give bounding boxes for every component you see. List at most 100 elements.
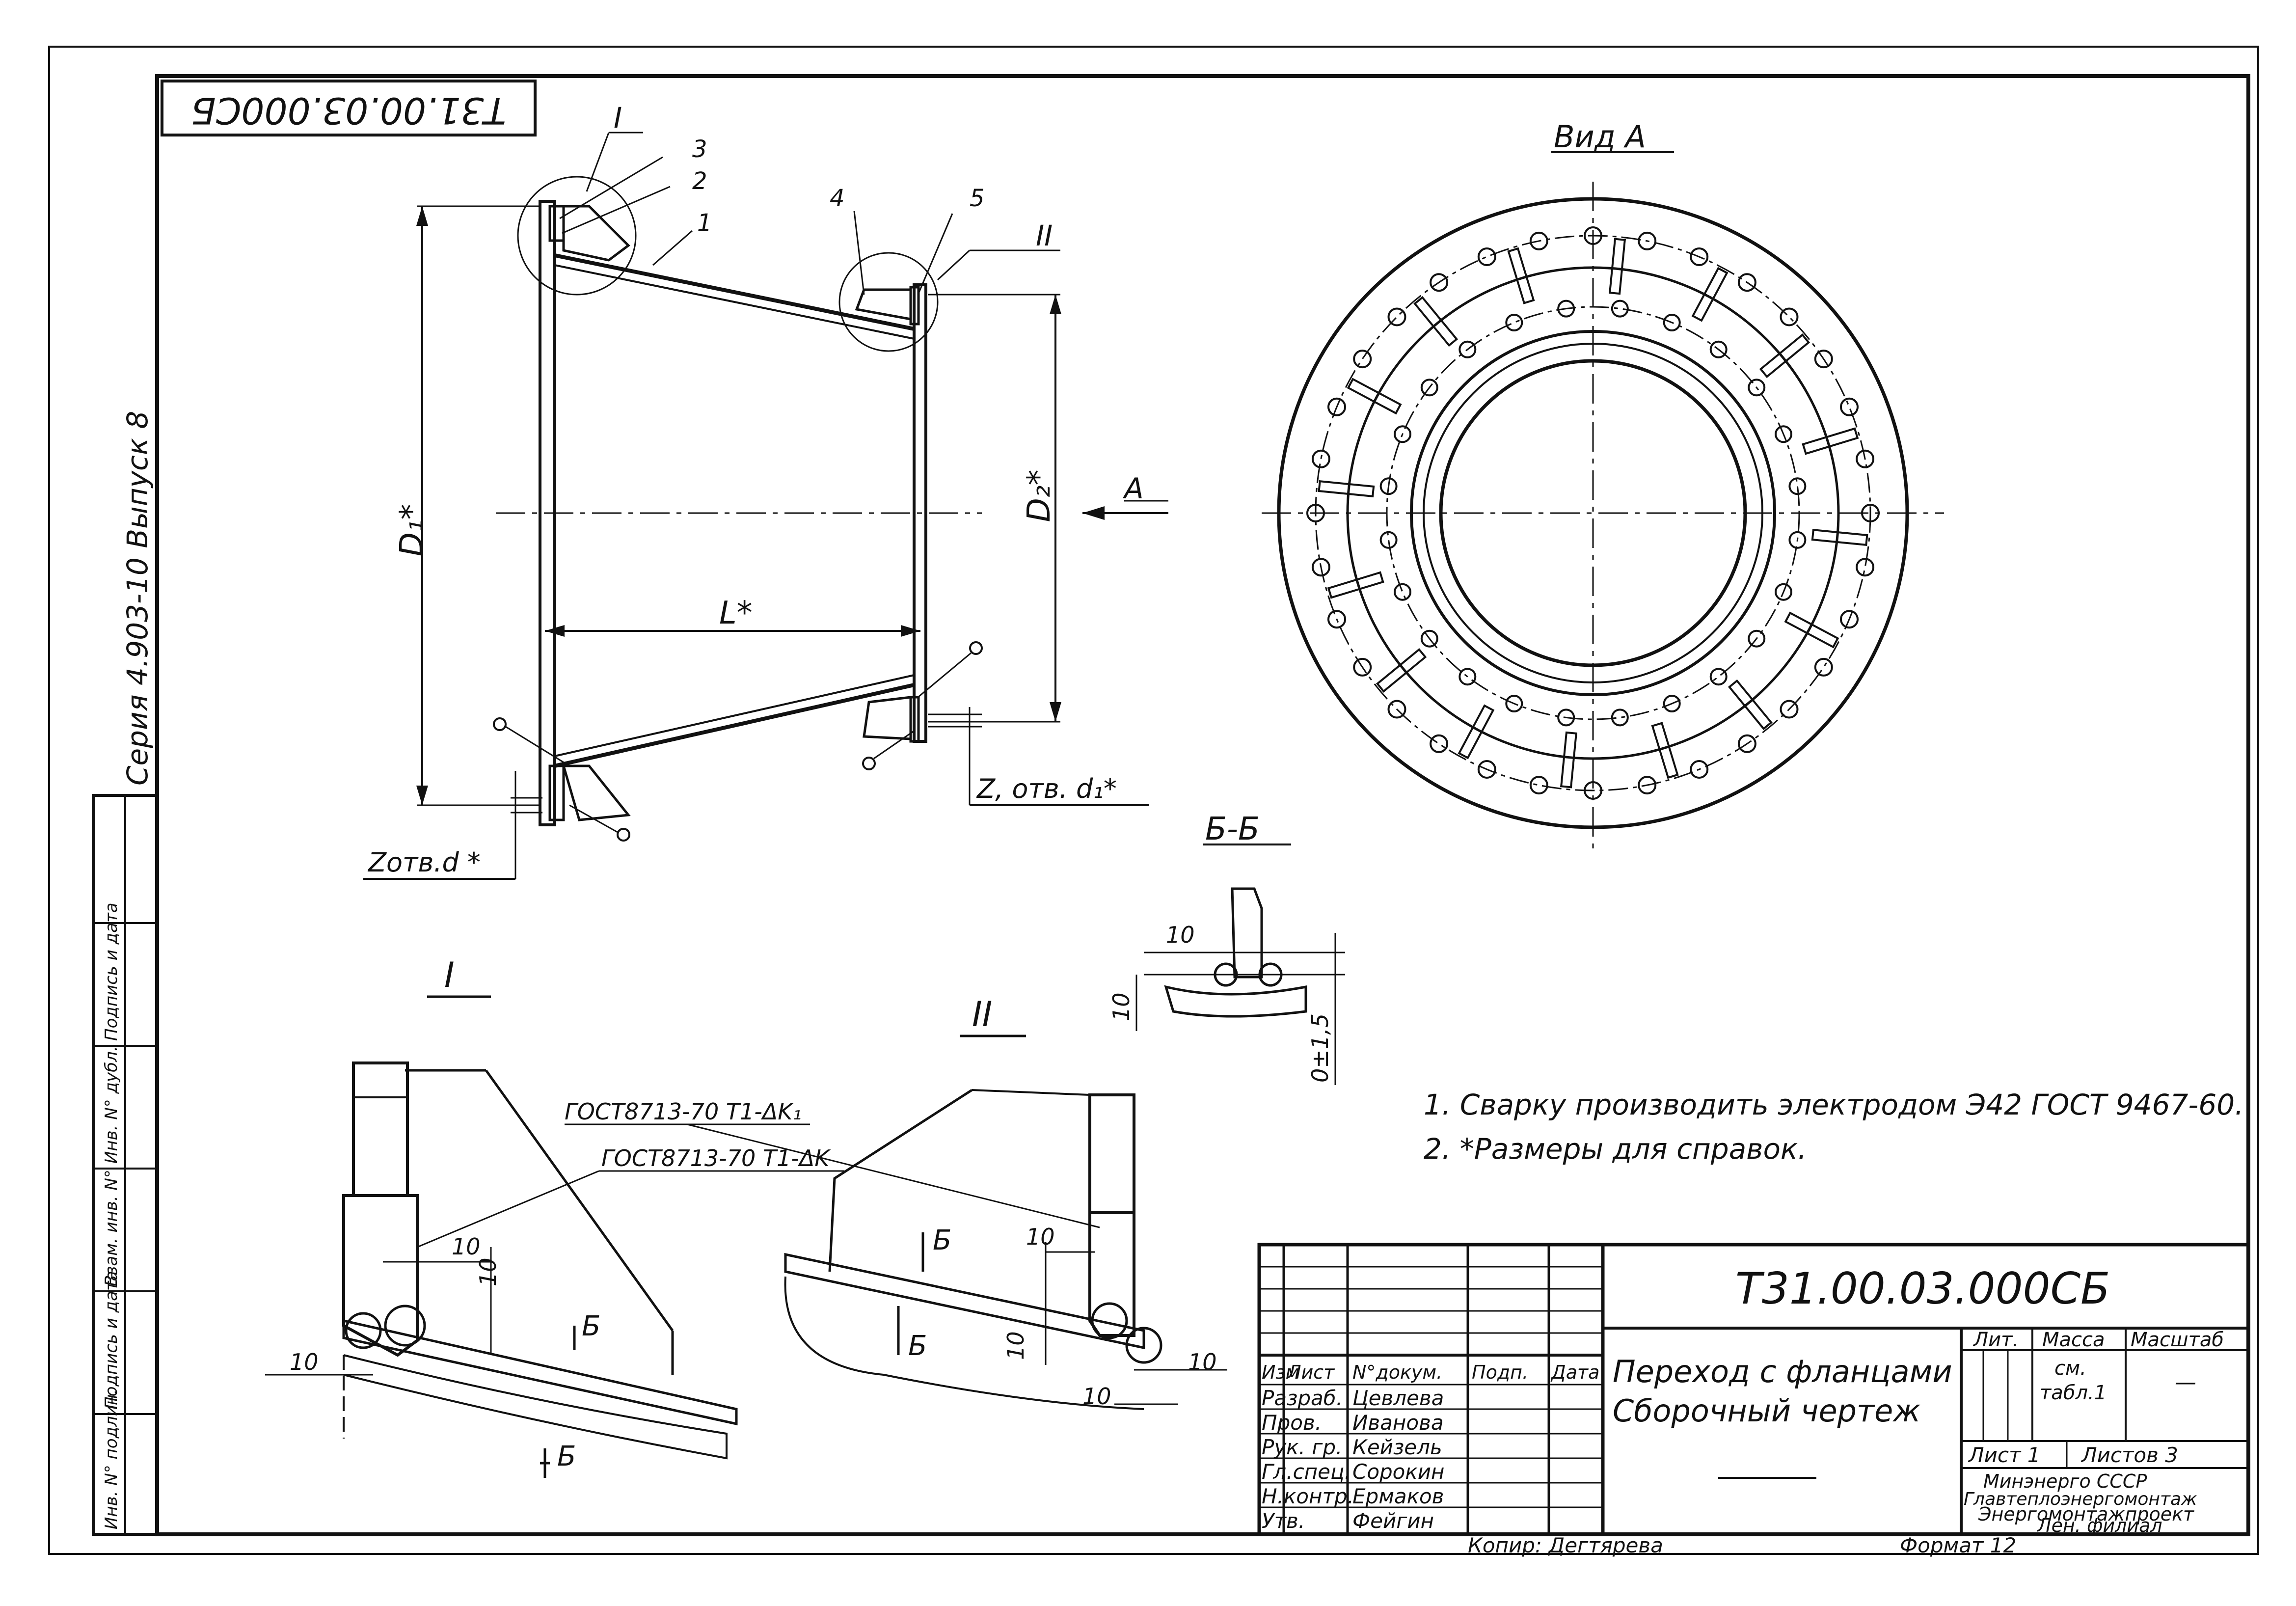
detail-2 [784, 1089, 1227, 1410]
bolt-hole-outer [1861, 504, 1880, 522]
d1-label: D₁* [394, 504, 430, 557]
position-5: 5 [970, 185, 985, 212]
gusset-rib [1651, 722, 1679, 779]
bolt-hole-outer [1840, 397, 1859, 416]
corner-code-box [161, 80, 537, 136]
l-label: L* [719, 595, 753, 631]
gusset-rib [1507, 247, 1535, 304]
title-name-line-1: Переход с фланцами [1613, 1354, 1952, 1389]
bolt-hole-outer [1430, 734, 1449, 753]
corner-code: Т31.00.03.000СБ [191, 89, 506, 131]
title-block-code: Т31.00.03.000СБ [1735, 1263, 2110, 1314]
view-a [1262, 182, 1944, 849]
bolt-hole-inner [1709, 668, 1728, 686]
side-strip-label-1: Инв. N° подлин. [102, 1389, 121, 1529]
title-name-line-2: Сборочный чертеж [1613, 1393, 1920, 1429]
bolt-hole-inner [1459, 340, 1477, 358]
bolt-hole-inner [1788, 477, 1807, 495]
main-view [363, 132, 1168, 880]
row-name-3: Кейзель [1352, 1435, 1442, 1459]
bolt-hole-outer [1387, 307, 1406, 327]
gost-k-label: ГОСТ8713-70 Т1-ΔK [601, 1145, 831, 1171]
bolt-hole-outer [1529, 776, 1548, 795]
position-2: 2 [692, 167, 707, 195]
row-role-5: Н.контр. [1262, 1484, 1354, 1508]
detail-2-section-mark-a: Б [933, 1225, 951, 1256]
row-name-2: Иванова [1352, 1411, 1444, 1435]
lit-header: Лит. [1972, 1329, 2019, 1351]
title-block [1257, 1243, 2250, 1536]
gusset-rib [1802, 427, 1859, 455]
bolt-hole-outer [1780, 700, 1799, 719]
org-line-2: Главтеплоэнергомонтаж [1964, 1489, 2197, 1509]
bolt-hole-inner [1394, 583, 1411, 601]
detail-2-dim-a: 10 [1026, 1224, 1055, 1250]
bolt-hole-outer [1306, 504, 1325, 522]
detail-2-dim-d: 10 [1082, 1383, 1111, 1410]
bolt-hole-outer [1477, 247, 1496, 266]
side-strip-label-5: Подпись и дата [102, 902, 121, 1041]
side-strip-label-2: Подпись и дата [102, 1271, 121, 1409]
bolt-hole-outer [1430, 273, 1449, 292]
bolt-hole-outer [1737, 273, 1756, 292]
sheets-total: Листов 3 [2080, 1443, 2178, 1467]
bolt-hole-inner [1775, 583, 1792, 601]
row-name-1: Цевлева [1352, 1386, 1444, 1410]
row-role-6: Утв. [1262, 1509, 1305, 1533]
mass-value-1: см. [2054, 1357, 2086, 1380]
gusset-rib [1784, 611, 1839, 649]
section-b-b [1135, 887, 1345, 1085]
footer-format: Формат 12 [1900, 1533, 2016, 1557]
position-1: 1 [697, 209, 712, 237]
gusset-rib [1691, 267, 1729, 322]
org-line-1: Минэнерго СССР [1983, 1470, 2147, 1492]
org-line-4: Лен. филиал [2036, 1515, 2162, 1536]
row-name-5: Ермаков [1352, 1484, 1444, 1508]
detail-2-title: II [972, 994, 992, 1034]
note-2: 2. *Размеры для справок. [1424, 1132, 1807, 1166]
col-header-list: Лист [1286, 1361, 1335, 1383]
gusset-rib [1318, 480, 1375, 498]
detail-1-dim-c: 10 [475, 1257, 501, 1286]
bolt-hole-outer [1780, 307, 1799, 327]
bolt-hole-outer [1638, 231, 1657, 250]
col-header-date: Дата [1550, 1361, 1599, 1383]
scale-header: Масштаб [2131, 1329, 2224, 1351]
bolt-hole-outer [1690, 247, 1709, 266]
row-role-1: Разраб. [1262, 1386, 1343, 1410]
gusset-rib [1759, 333, 1810, 379]
bolt-hole-inner [1788, 531, 1807, 549]
node-1-label: I [614, 101, 622, 135]
view-a-title: Вид А [1554, 119, 1646, 155]
bolt-hole-inner [1379, 477, 1398, 495]
detail-1-title: I [444, 955, 455, 995]
bolt-hole-outer [1584, 781, 1602, 800]
bolt-hole-inner [1748, 629, 1766, 648]
section-dim-top: 10 [1166, 922, 1195, 948]
col-header-sign: Подп. [1472, 1361, 1528, 1383]
detail-1-section-mark-b: Б [557, 1441, 576, 1472]
note-1: 1. Сварку производить электродом Э42 ГОС… [1424, 1088, 2244, 1121]
bolt-hole-outer [1737, 734, 1756, 753]
row-role-3: Рук. гр. [1262, 1435, 1342, 1459]
bolt-hole-outer [1814, 350, 1833, 369]
gusset-rib [1376, 648, 1427, 693]
detail-1-section-mark-a: Б [582, 1310, 600, 1342]
sheet-number: Лист 1 [1968, 1443, 2041, 1467]
col-header-doc: N°докум. [1352, 1361, 1442, 1383]
bolt-hole-inner [1775, 425, 1792, 443]
bolt-hole-inner [1420, 379, 1438, 397]
bolt-hole-inner [1611, 708, 1629, 727]
bolt-hole-inner [1557, 299, 1575, 318]
detail-1 [265, 1062, 738, 1478]
bolt-hole-inner [1379, 531, 1398, 549]
series-label: Серия 4.903-10 Выпуск 8 [121, 411, 154, 786]
side-strip: Инв. N° подлин. Подпись и дата Взам. инв… [92, 794, 159, 1536]
d2-label: D₂* [1021, 470, 1057, 522]
bolt-hole-inner [1663, 314, 1681, 331]
side-strip-label-4: Инв. N° дубл. [102, 1046, 121, 1164]
detail-1-dim-a: 10 [290, 1349, 319, 1375]
bolt-hole-outer [1856, 558, 1875, 577]
bolt-hole-outer [1690, 760, 1709, 779]
bolt-hole-outer [1477, 760, 1496, 779]
